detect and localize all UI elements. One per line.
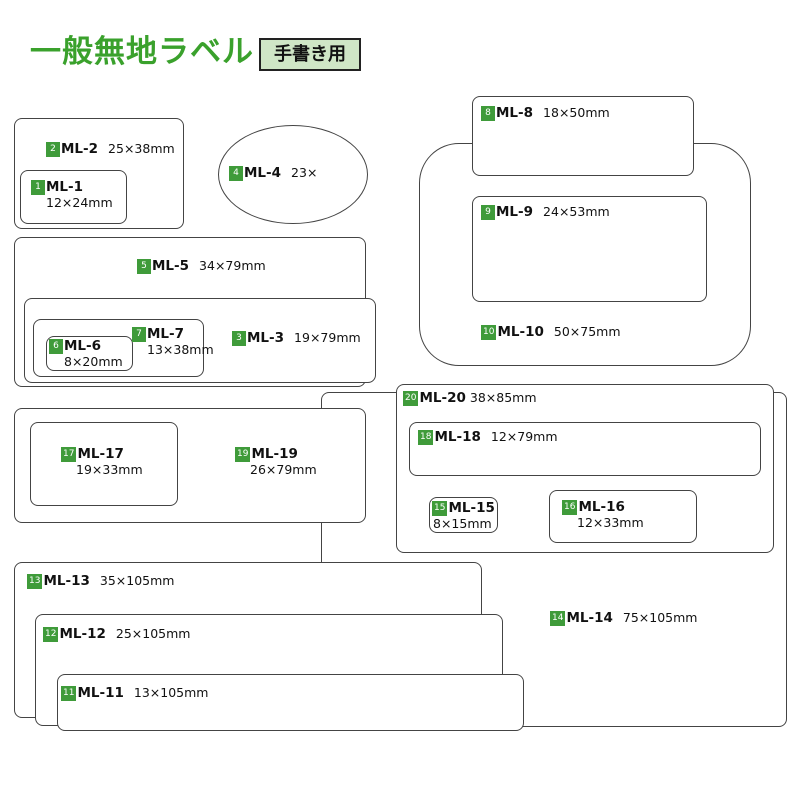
label-name: ML-12 xyxy=(59,626,106,642)
caption-ml-11: 11 ML-11 13×105mm xyxy=(60,685,209,701)
label-name: ML-3 xyxy=(247,330,285,346)
number-badge: 20 xyxy=(402,390,419,406)
caption-ml-16: 16 ML-16 12×33mm xyxy=(561,499,644,531)
label-size: 19×33mm xyxy=(76,462,143,477)
label-size: 25×38mm xyxy=(108,141,175,156)
label-name: ML-11 xyxy=(77,685,124,701)
caption-ml-13: 13 ML-13 35×105mm xyxy=(26,573,175,589)
label-size: 26×79mm xyxy=(250,462,317,477)
caption-ml-9: 9 ML-9 24×53mm xyxy=(481,204,610,220)
label-ml-16 xyxy=(549,490,697,543)
caption-ml-7: 7 ML-7 13×38mm xyxy=(132,326,214,358)
label-name: ML-20 xyxy=(419,390,466,406)
label-size: 35×105mm xyxy=(99,573,175,588)
number-badge: 3 xyxy=(232,330,246,346)
caption-ml-5: 5 ML-5 34×79mm xyxy=(137,258,266,274)
page-title: 一般無地ラベル xyxy=(30,34,254,70)
number-badge: 11 xyxy=(60,685,77,701)
number-badge: 10 xyxy=(480,324,497,340)
label-size: 75×105mm xyxy=(622,610,698,625)
label-ml-11 xyxy=(57,674,524,731)
label-name: ML-17 xyxy=(77,446,124,462)
caption-ml-17: 17 ML-17 19×33mm xyxy=(60,446,143,478)
caption-ml-8: 8 ML-8 18×50mm xyxy=(481,105,610,121)
caption-ml-2: 2 ML-2 25×38mm xyxy=(46,141,175,157)
number-badge: 17 xyxy=(60,446,77,462)
caption-ml-12: 12 ML-12 25×105mm xyxy=(42,626,191,642)
label-name: ML-8 xyxy=(496,105,534,121)
label-name: ML-14 xyxy=(566,610,613,626)
number-badge: 1 xyxy=(31,179,45,195)
label-ml-9 xyxy=(472,196,707,302)
number-badge: 5 xyxy=(137,258,151,274)
number-badge: 6 xyxy=(49,338,63,354)
label-size: 13×38mm xyxy=(147,342,214,357)
number-badge: 18 xyxy=(417,429,434,445)
number-badge: 19 xyxy=(234,446,251,462)
caption-ml-3: 3 ML-3 19×79mm xyxy=(232,330,361,346)
label-size: 24×53mm xyxy=(543,204,610,219)
label-size: 12×24mm xyxy=(46,195,113,210)
label-name: ML-16 xyxy=(578,499,625,515)
label-ml-17 xyxy=(30,422,178,506)
caption-ml-14: 14 ML-14 75×105mm xyxy=(549,610,698,626)
label-ml-18 xyxy=(409,422,761,476)
number-badge: 14 xyxy=(549,610,566,626)
label-name: ML-1 xyxy=(46,179,84,195)
handwriting-badge: 手書き用 xyxy=(259,38,361,71)
label-size: 19×79mm xyxy=(294,330,361,345)
number-badge: 9 xyxy=(481,204,495,220)
caption-ml-4: 4 ML-4 23× xyxy=(229,165,318,181)
caption-ml-10: 10 ML-10 50×75mm xyxy=(480,324,621,340)
label-name: ML-2 xyxy=(61,141,99,157)
label-size: 13×105mm xyxy=(133,685,209,700)
label-ml-4 xyxy=(218,125,368,224)
number-badge: 7 xyxy=(132,326,146,342)
label-size: 34×79mm xyxy=(199,258,266,273)
label-ml-1 xyxy=(20,170,127,224)
label-name: ML-4 xyxy=(244,165,282,181)
number-badge: 12 xyxy=(42,626,59,642)
caption-ml-15: 15 ML-15 8×15mm xyxy=(431,500,505,532)
number-badge: 8 xyxy=(481,105,495,121)
label-size: 8×20mm xyxy=(64,354,123,369)
caption-ml-19: 19 ML-19 26×79mm xyxy=(234,446,317,478)
number-badge: 16 xyxy=(561,499,578,515)
label-name: ML-15 xyxy=(448,500,495,516)
label-name: ML-7 xyxy=(147,326,185,342)
label-size: 50×75mm xyxy=(553,324,621,339)
label-size: 25×105mm xyxy=(115,626,191,641)
label-name: ML-10 xyxy=(497,324,544,340)
label-name: ML-18 xyxy=(434,429,481,445)
caption-ml-6: 6 ML-6 8×20mm xyxy=(49,338,123,370)
caption-ml-18: 18 ML-18 12×79mm xyxy=(417,429,558,445)
label-size: 18×50mm xyxy=(543,105,610,120)
caption-ml-20: 20 ML-20 38×85mm xyxy=(402,390,537,406)
number-badge: 2 xyxy=(46,141,60,157)
caption-ml-1: 1 ML-1 12×24mm xyxy=(31,179,113,211)
number-badge: 13 xyxy=(26,573,43,589)
number-badge: 15 xyxy=(431,500,448,516)
label-size: 12×33mm xyxy=(577,515,644,530)
label-size: 38×85mm xyxy=(469,390,537,405)
label-name: ML-6 xyxy=(64,338,102,354)
label-name: ML-9 xyxy=(496,204,534,220)
label-size: 12×79mm xyxy=(490,429,558,444)
label-ml-8 xyxy=(472,96,694,176)
label-name: ML-5 xyxy=(152,258,190,274)
label-name: ML-19 xyxy=(251,446,298,462)
label-name: ML-13 xyxy=(43,573,90,589)
label-size: 23× xyxy=(291,165,318,180)
number-badge: 4 xyxy=(229,165,243,181)
label-size: 8×15mm xyxy=(433,516,492,531)
